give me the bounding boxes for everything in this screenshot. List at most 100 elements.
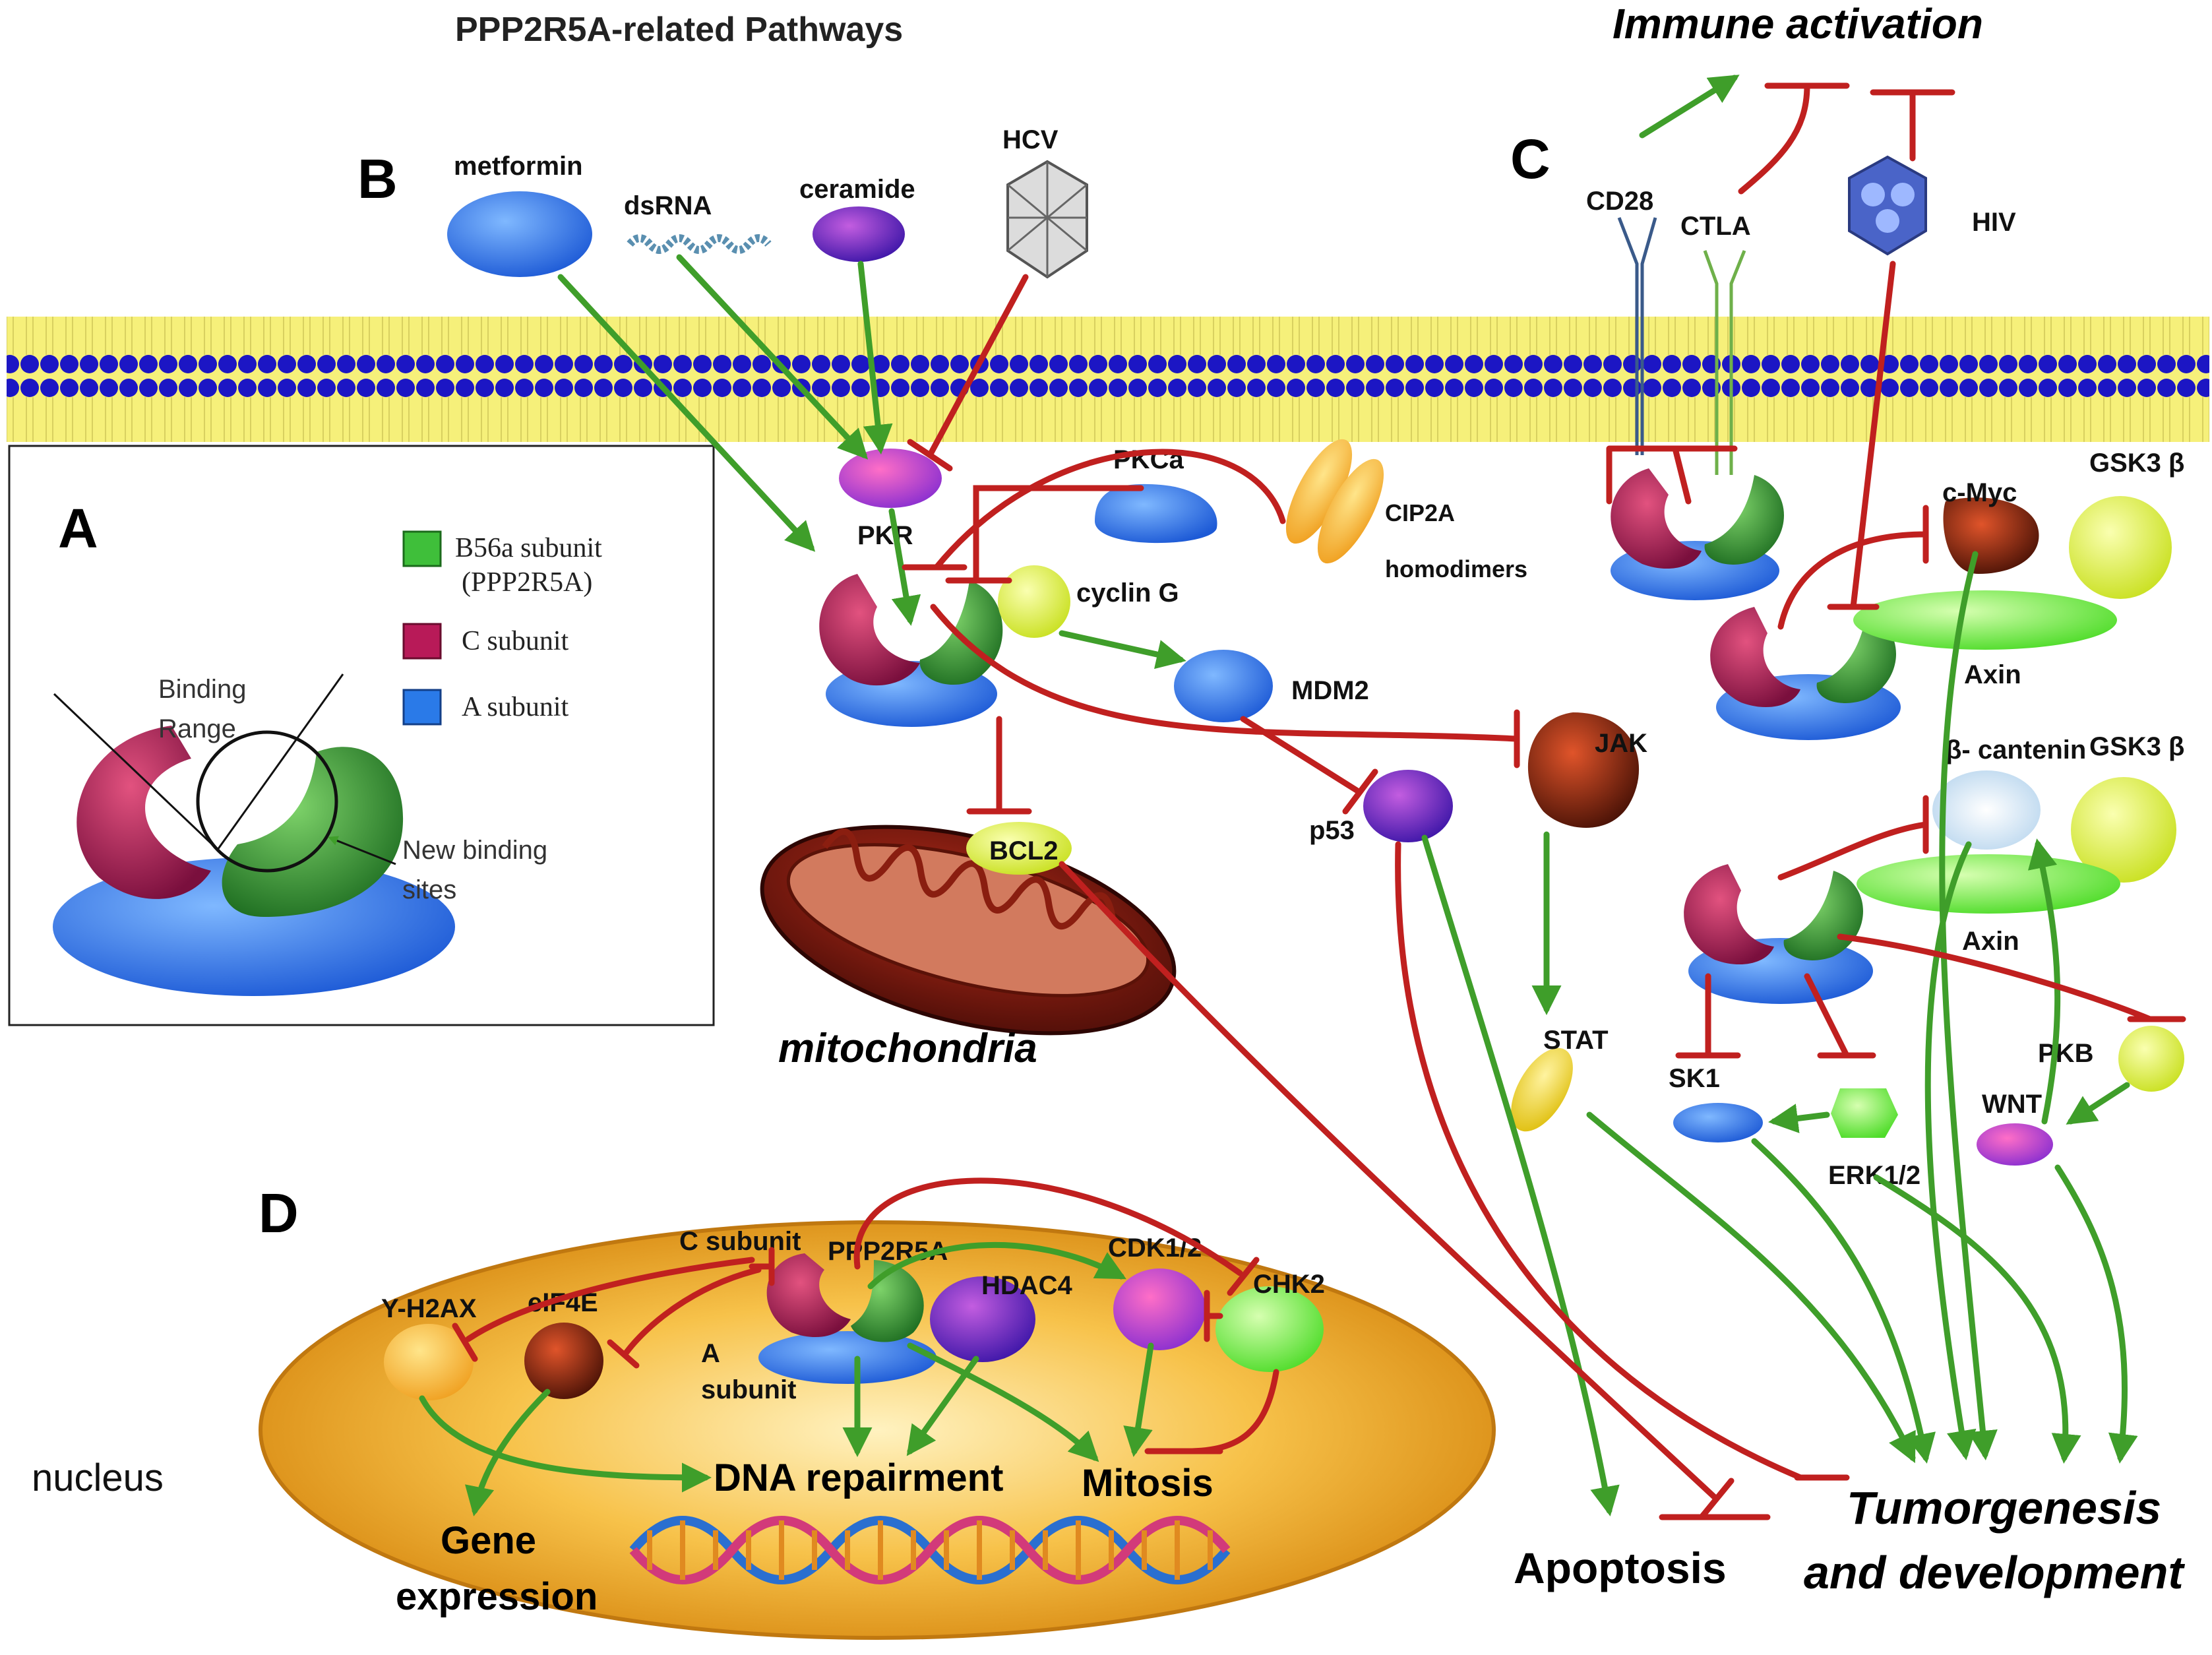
legend-b56a-line1: B56a subunit [455,533,602,563]
sk1-label: SK1 [1669,1064,1720,1093]
beta-catenin-shape [1932,770,2041,850]
pkr-shape [839,449,942,508]
eif4e-shape [524,1323,603,1399]
legend-swatch-a [402,689,442,726]
hcv-virus [1006,160,1088,279]
immune-activation-title: Immune activation [1613,0,1983,47]
axin-2-label: Axin [1962,927,2019,956]
arrow-pkr-pp2a [888,508,921,626]
binding-range-label-2: Range [158,714,236,743]
inhibit-hiv-immune [1870,89,1955,162]
legend-a-subunit: A subunit [462,692,569,722]
dna-helix [629,1516,1231,1584]
panel-label-a: A [58,497,98,559]
inhibit-c-subunit-eif4e [607,1266,762,1369]
yh2ax-shape [384,1324,474,1400]
tumorgenesis-label-1: Tumorgenesis [1847,1482,2161,1534]
cell-membrane [7,317,2209,442]
tumorgenesis-label-2: and development [1804,1547,2185,1598]
arrow-cmyc-tumor [1939,551,1998,1460]
panel-d: nucleus Y-H2AX eIF4E C subunit PPP2R5A H… [32,1220,1496,1640]
panel-a-b56a-subunit [222,747,404,917]
inhibit-hcv-pkr [907,274,1029,472]
inhibit-ctla-immune [1738,82,1850,195]
arrow-erk-tumor [1873,1174,2081,1464]
yh2ax-label: Y-H2AX [381,1294,477,1323]
arrow-yh2ax-dna [419,1395,712,1493]
cyclin-g-shape [998,565,1070,638]
arrow-cdk-mitosis [1123,1342,1154,1457]
chk2-shape [1215,1286,1324,1372]
activation-arrows [419,75,2138,1516]
gsk3b-2-label: GSK3 β [2089,732,2184,761]
mdm2-shape [1174,650,1273,722]
panel-label-d: D [259,1182,299,1244]
metformin-shape [447,191,592,277]
ceramide-shape [813,206,905,262]
inhibit-pp2a-sk1 [1675,973,1741,1059]
arrow-pp2a-ppp2r5a [867,1241,1126,1290]
a-subunit-d-label-2: subunit [701,1375,796,1404]
arrow-dsrna-pkr [676,254,869,460]
pp2a-b-c-subunit [819,574,920,686]
gsk3b-2-shape [2071,777,2176,883]
inhibit-pp2a-jak [930,604,1520,768]
inhibit-pp2a-bcatenin [1777,795,1929,881]
binding-range-line-right [216,673,344,850]
inhibit-c-subunit-yh2ax [452,1257,755,1362]
hdac4-shape [930,1276,1035,1362]
inhibit-pp2a-cmyc [1777,505,1929,630]
cd28-label: CD28 [1586,187,1653,216]
wnt-label: WNT [1982,1090,2042,1119]
pp2a-c2-c-subunit [1710,607,1800,708]
axin-1-shape [1853,590,2117,650]
dna-repair-label: DNA repairment [714,1456,1003,1499]
metformin-label: metformin [454,152,583,181]
pkca-shape [1095,484,1217,544]
hiv-virus [1848,155,1927,256]
hiv-label: HIV [1972,208,2016,237]
mitosis-label: Mitosis [1082,1462,1214,1505]
inhibit-chk2-mitosis [1144,1369,1279,1454]
hdac4-label: HDAC4 [981,1271,1073,1300]
axin-1-label: Axin [1964,660,2021,689]
mitochondria [760,825,1177,1036]
jak-shape [1527,712,1640,828]
c-myc-label: c-Myc [1942,478,2017,507]
arrow-ceramide-pkr [857,261,893,454]
bcl2-shape [966,822,1072,875]
panel-label-b: B [357,148,398,210]
inhibit-cip2a-pp2a [902,449,1286,571]
new-binding-label-2: sites [402,875,456,904]
binding-range-line-left [53,693,219,851]
inhibit-p53-tumor [1395,841,1850,1481]
pp2a-b-b56a-subunit [919,580,1003,685]
dsrna-label: dsRNA [624,191,712,220]
legend-b56a-line2: (PPP2R5A) [462,567,592,598]
pp2a-d-c-subunit [766,1253,851,1338]
arrow-bcatenin-tumor [1924,841,1977,1460]
gsk3b-1-shape [2069,496,2172,599]
legend-c-subunit: C subunit [462,626,569,656]
inhibit-pp2a-erk [1804,973,1876,1059]
erk-shape [1831,1088,1898,1138]
pp2a-c3-b56a-subunit [1783,871,1863,960]
inhibit-c-subunit-cd [749,1247,775,1286]
stat-shape [1511,1047,1573,1132]
new-binding-pointer [328,836,396,865]
inhibit-pkca-pp2a [945,485,1144,584]
panel-a: A B56a subunit (PPP2R5A) C subunit A sub… [8,445,715,1026]
gsk3b-1-label: GSK3 β [2089,449,2184,478]
arrow-stat-tumor [1586,1111,1916,1464]
new-binding-label-1: New binding [402,836,547,865]
pp2a-c1-b56a-subunit [1704,475,1784,565]
inhibit-ctla-pp2a [1606,445,1738,505]
cdk-shape [1113,1268,1206,1350]
mitochondria-label: mitochondria [778,1026,1037,1071]
panel-label-c: C [1510,128,1551,190]
figure-title: PPP2R5A-related Pathways [455,11,903,49]
cip2a-label-1: CIP2A [1385,499,1455,526]
arrow-wnt-bcatenin [2027,838,2061,1125]
panel-c: CD28 CTLA HIV c-Myc GSK3 β Axin β- cante… [1586,155,2184,1190]
